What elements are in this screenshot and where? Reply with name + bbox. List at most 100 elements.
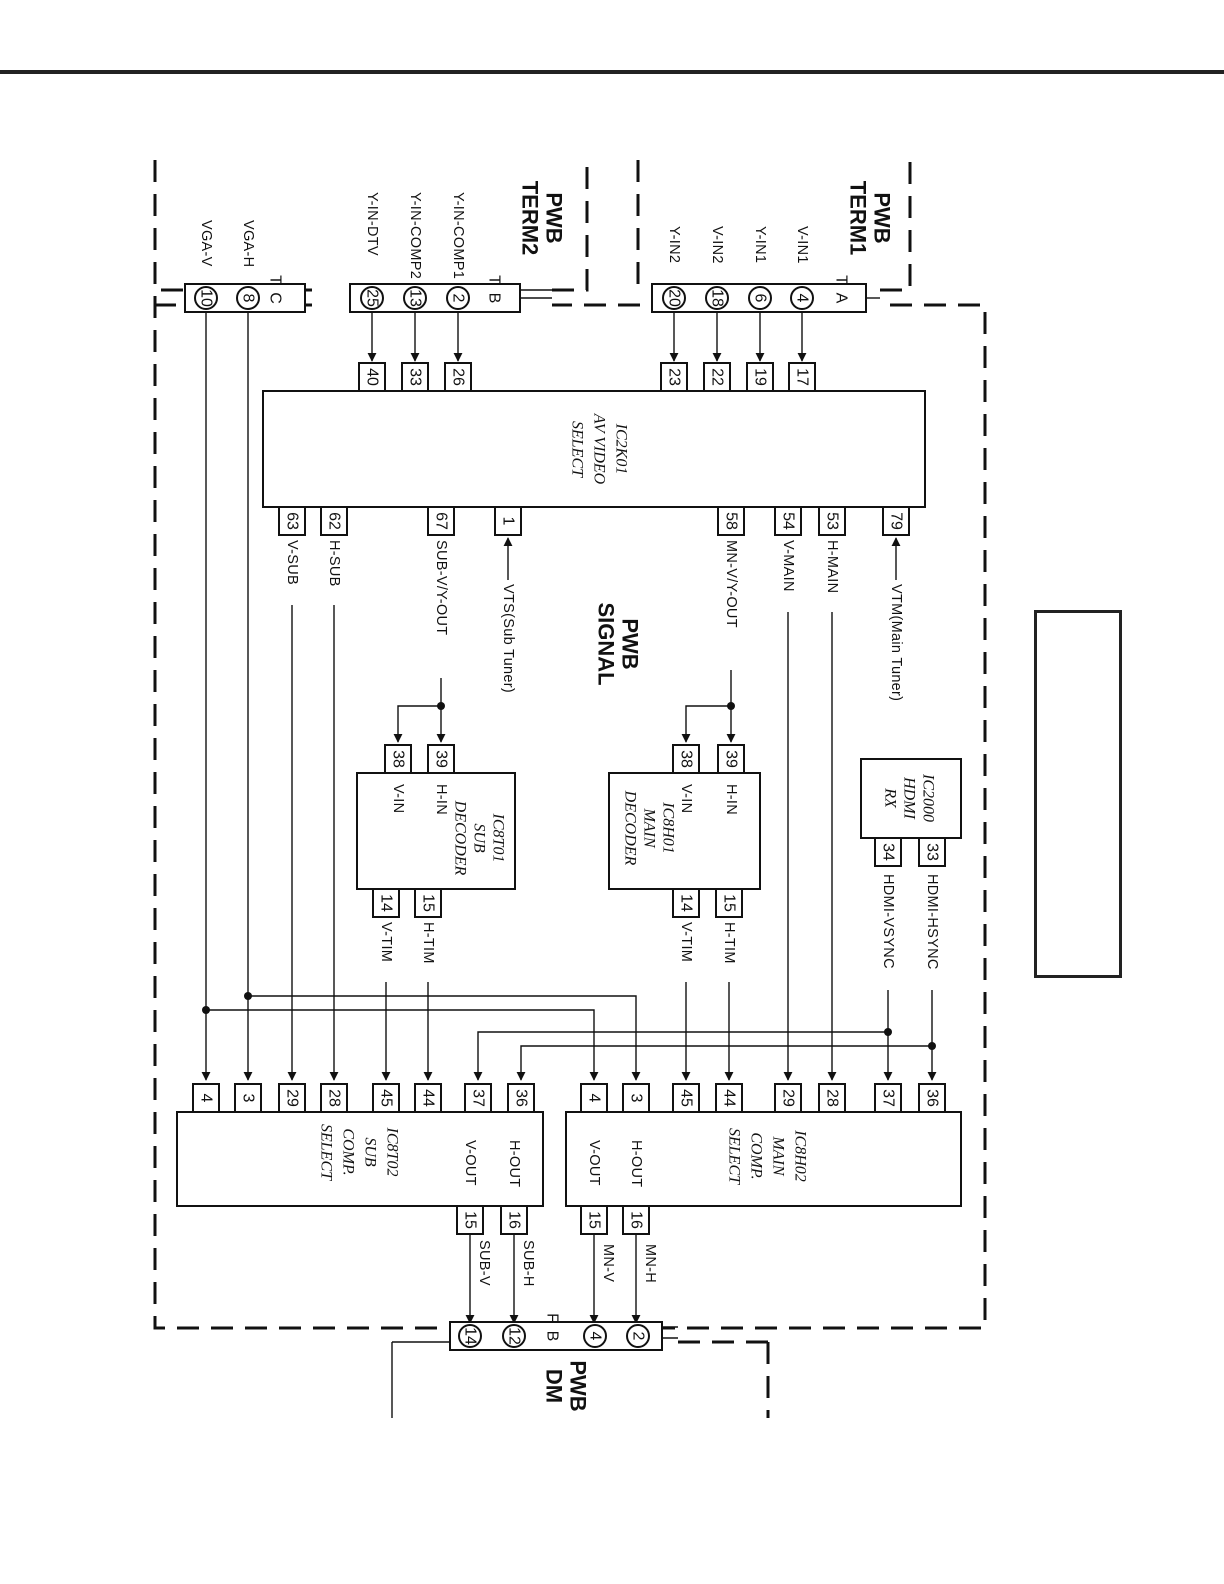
ic8h01-name-0: IC8H01 (660, 801, 677, 854)
ic2k01-in-pin-2-box (444, 362, 472, 392)
ta-pin-1: 18 (709, 289, 726, 307)
ic2k01-in-pin-6-box (788, 362, 816, 392)
ic8h02-in-pin-6: 37 (880, 1089, 897, 1107)
ic8t02-out-pin-1: 16 (506, 1211, 523, 1229)
ic2k01-in-pin-0: 40 (364, 368, 381, 386)
ic8h02-in-pin-1-box (622, 1083, 650, 1113)
ic8h02-in-pin-6-box (874, 1083, 902, 1113)
ic2k01-out-pin-7: 79 (888, 512, 905, 530)
ic8t01-out-pin-0-box (372, 888, 400, 918)
ic8t01-name-1: SUB (471, 823, 488, 853)
ic8t01-in-pin-0: 38 (390, 750, 407, 768)
tb-name-letter: B (486, 293, 503, 304)
ic8h02-in-pin-7: 36 (924, 1089, 941, 1107)
ic2k01-out-pin-4-box (717, 506, 745, 536)
ic8h02-out-pin-1-box (622, 1205, 650, 1235)
wire-mn-v-y-out-branch (681, 705, 731, 743)
fb-pin-1: 12 (506, 1327, 523, 1345)
ic8h02-in-pin-4-box (774, 1083, 802, 1113)
tb-pin-1: 13 (407, 289, 424, 307)
ta-name-letter: A (833, 293, 850, 304)
wire-hdmi-vsync-to-sub (473, 1031, 888, 1081)
ta-signal-0: Y-IN2 (666, 226, 682, 263)
ta-pin-3-circle (790, 286, 814, 310)
junction-mn-v-y-out (727, 702, 735, 710)
ic8h02-in-pin-7-box (918, 1083, 946, 1113)
ic2k01-out-pin-4: 58 (723, 512, 740, 530)
ic8h01-name-1: MAIN (641, 807, 658, 848)
ic8t02-name-2: COMP. (340, 1128, 357, 1175)
ic8t02-in-pin-6-box (464, 1083, 492, 1113)
tb-signal-1: Y-IN-COMP2 (407, 192, 423, 279)
tc-pin-0: 10 (198, 289, 215, 307)
ic8h02-out-pin-1: 16 (628, 1211, 645, 1229)
top-rule (0, 70, 1224, 74)
ic2000-out-pin-1: 33 (924, 843, 941, 861)
fb-pin-1-circle (502, 1324, 526, 1348)
label-main-v-tim: V-TIM (678, 922, 694, 962)
ic8h01-out-pin-0: 14 (678, 894, 695, 912)
ic8h02-in-pin-2-box (672, 1083, 700, 1113)
ic2k01-out-pin-5: 54 (780, 512, 797, 530)
term2-left-outline (153, 160, 312, 292)
tc-pin-1: 8 (240, 294, 257, 303)
ic2k01-in-pin-1: 33 (407, 368, 424, 386)
tc-signal-1: VGA-H (240, 220, 256, 267)
tc-name-t: T (267, 275, 284, 285)
fb-name-f: F (544, 1313, 561, 1323)
tb-pin-2: 2 (450, 294, 467, 303)
ic2k01-out-pin-3: 1 (500, 517, 517, 526)
junction-sub-v-y-out (437, 702, 445, 710)
fb-pin-3-circle (626, 1324, 650, 1348)
ic8h01-out-pin-0-box (672, 888, 700, 918)
ic8t02-in-pin-5: 44 (420, 1089, 437, 1107)
ic8t02-in-pin-1: 3 (240, 1094, 257, 1103)
ic8t02-in-pin-6: 37 (470, 1089, 487, 1107)
label-v-main: V-MAIN (780, 540, 796, 592)
ta-pin-3: 4 (794, 294, 811, 303)
label-main-h-tim: H-TIM (721, 922, 737, 964)
ic8t02-in-pin-2-box (278, 1083, 306, 1113)
dm-title-line1: PWB (566, 1360, 591, 1411)
wire-vga-h-to-main (248, 995, 641, 1081)
label-v-sub: V-SUB (284, 540, 300, 585)
ic8t02-in-pin-4-box (372, 1083, 400, 1113)
label-hdmi-vsync: HDMI-VSYNC (880, 874, 896, 969)
ic2k01-in-pin-2: 26 (450, 368, 467, 386)
ic2k01-in-pin-3-box (660, 362, 688, 392)
ic8h01-out-pin-1-box (715, 888, 743, 918)
signal-title-line1: PWB (618, 618, 643, 669)
ic2k01-out-pin-5-box (774, 506, 802, 536)
ic8h02-name-3: SELECT (726, 1128, 743, 1185)
tb-signal-2: Y-IN-COMP1 (450, 192, 466, 279)
fb-name-letter: B (544, 1331, 561, 1342)
dm-title-line2: DM (542, 1369, 567, 1403)
ic8t02-in-pin-5-box (414, 1083, 442, 1113)
chip-ic8t02 (176, 1111, 544, 1207)
ic2k01-in-pin-1-box (401, 362, 429, 392)
ic8t02-out-pin-1-box (500, 1205, 528, 1235)
ic2k01-out-pin-2-box (427, 506, 455, 536)
ta-signal-3: V-IN1 (794, 226, 810, 264)
ic8h01-in-pin-1: 39 (723, 750, 740, 768)
ic8h02-in-pin-3-box (715, 1083, 743, 1113)
ic2k01-out-pin-3-box (494, 506, 522, 536)
ic2k01-out-pin-2: 67 (433, 512, 450, 530)
ic8t02-in-pin-7: 36 (513, 1089, 530, 1107)
ta-pin-0: 20 (666, 289, 683, 307)
label-sub-h-tim: H-TIM (420, 922, 436, 964)
ic8h01-in-pin-0: 38 (678, 750, 695, 768)
fb-pin-2: 4 (587, 1332, 604, 1341)
term1-title-line2: TERM1 (846, 181, 871, 256)
ic8t02-in-pin-3-box (320, 1083, 348, 1113)
tb-pin-1-circle (403, 286, 427, 310)
ic8h02-in-pin-2: 45 (678, 1089, 695, 1107)
ic8h02-in-pin-3: 44 (721, 1089, 738, 1107)
ta-signal-1: V-IN2 (709, 226, 725, 264)
wire-sub-v-y-out-branch (393, 705, 441, 743)
signal-title-line2: SIGNAL (594, 602, 619, 685)
ic8t02-in-pin-2: 29 (284, 1089, 301, 1107)
tc-pin-1-circle (236, 286, 260, 310)
fb-pin-3: 2 (630, 1332, 647, 1341)
ic8h02-out-label-1: H-OUT (628, 1140, 644, 1187)
